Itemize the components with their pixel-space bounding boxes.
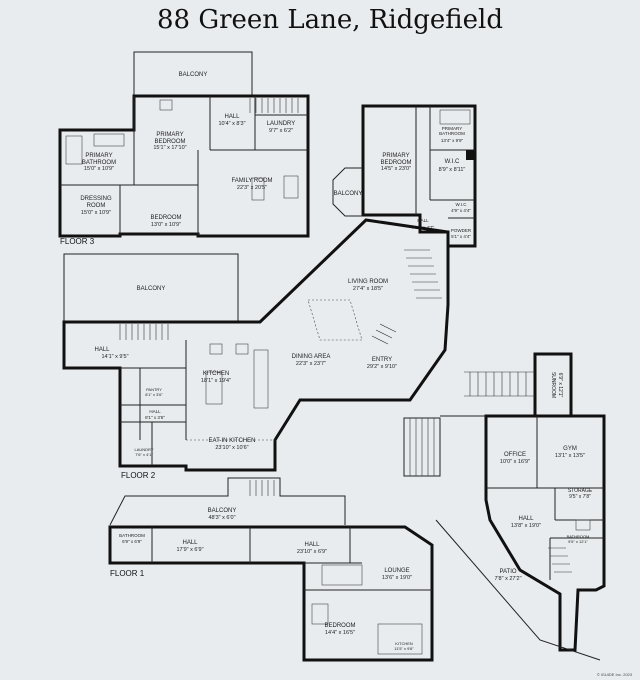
floor3-hall-name: HALL [224,114,240,120]
annex-gym-name: GYM [563,446,577,452]
floor1-balcony-outline [109,477,346,526]
annex-storage-name: STORAGE [568,488,593,494]
floor2-pantry-name: PANTRY [146,387,162,392]
floor1-lounge-size: 13'6" x 19'0" [382,575,412,581]
annex-bathroom-name: BATHROOM [567,534,590,539]
floor2-eat-in-kitchen-name: EAT-IN KITCHEN [209,438,256,444]
annex-office-name: OFFICE [504,452,526,458]
floor2-dining-name: DINING AREA [292,354,331,360]
floor-2: BALCONY LIVING ROOM 27'4" x 18'5" HALL 1… [62,218,450,480]
annex-patio-size: 7'8" x 27'2" [494,576,521,582]
floor2-eat-in-kitchen-size: 23'10" x 10'6" [215,445,248,451]
floor1-bathroom-name: BATHROOM [119,533,145,538]
annex-outer-wall [484,414,606,652]
annex-bathroom-size: 9'5" x 12'1" [568,539,588,544]
floor2-living-room-name: LIVING ROOM [348,279,388,285]
annex-stairs-bottom [548,547,572,573]
floor3-hall-size: 10'4" x 8'3" [218,121,245,127]
ur-hall-name: HALL [417,218,429,223]
floor1-bedroom-name: BEDROOM [324,623,355,629]
credit-text: © iGUIDE Inc. 2023 [597,672,633,677]
floor1-balcony-size: 48'3" x 6'0" [208,515,235,521]
floor2-hall-name: HALL [94,347,110,353]
floor1-label: FLOOR 1 [110,569,145,578]
ur-primary-bedroom-size: 14'5" x 23'0" [381,166,411,172]
floor1-bedroom-size: 14'4" x 16'5" [325,630,355,636]
floor2-hall2-size: 8'1" x 3'6" [145,415,165,420]
floor1-lounge-name: LOUNGE [384,568,409,574]
floor3-primary-bathroom-size: 15'0" x 10'9" [84,166,114,172]
floor2-entry-name: ENTRY [372,357,392,363]
floor3-primary-bedroom-size: 15'1" x 17'10" [153,145,186,151]
ur-wic1-name: W.I.C [445,159,460,165]
ur-powder-size: 5'1" x 4'4" [451,234,471,239]
floor1-hall2-name: HALL [304,542,320,548]
ur-wic2-size: 4'9" x 4'4" [451,208,471,213]
floor1-kitchen-size: 11'5" x 9'8" [394,646,414,651]
upper-right-bay-balcony [332,167,363,217]
page-title: 88 Green Lane, Ridgefield [157,5,503,35]
floor1-balcony-name: BALCONY [208,508,237,514]
floor-3: BALCONY HALL 10'4" x 8'3" LAUNDRY 9'7" x… [58,51,310,246]
floor2-stairs-left [119,324,169,340]
floor3-family-room-name: FAMILY ROOM [231,178,272,184]
floor3-stairs [249,98,299,113]
floor3-laundry-name: LAUNDRY [267,121,296,127]
floor2-entry-size: 29'2" x 9'10" [367,364,397,370]
floor2-living-room-size: 27'4" x 18'5" [353,286,383,292]
ur-wic1-size: 8'9" x 8'11" [439,167,466,173]
floor2-laundry-size: 7'6" x 4'1" [135,452,153,457]
ur-primary-bathroom-size: 13'4" x 9'9" [441,138,464,143]
floor3-dressing-room-size: 15'0" x 10'9" [81,210,111,216]
annex-gym-size: 13'1" x 13'5" [555,453,585,459]
annex-deck-boards [409,418,435,476]
floor3-family-room-size: 22'3" x 20'5" [237,185,267,191]
floor2-kitchen-size: 18'1" x 19'4" [201,378,231,384]
floor2-label: FLOOR 2 [121,471,156,480]
floor2-laundry-name: LAUNDRY [134,447,153,452]
ur-balcony-label: BALCONY [334,191,363,197]
floor1-hall1-name: HALL [182,540,198,546]
floor2-outer-wall [62,218,450,472]
floor2-hall-size: 14'1" x 9'5" [101,354,128,360]
floor1-outer-wall [108,525,434,662]
floor3-bedroom-size: 13'0" x 10'9" [151,222,181,228]
floor1-bathroom-size: 6'9" x 6'9" [122,539,142,544]
ur-powder-name: POWDER [451,228,472,233]
floor2-stairs-right [404,249,442,299]
floor1-kitchen-name: KITCHEN [395,641,413,646]
floor2-kitchen-name: KITCHEN [203,371,229,377]
floor-1: BALCONY 48'3" x 6'0" BATHROOM 6'9" x 6'9… [108,477,434,662]
floor2-balcony-label: BALCONY [137,286,166,292]
annex-office-size: 10'0" x 16'9" [500,459,530,465]
floor2-hall2-name: HALL [149,409,161,414]
floor1-balcony-stairs [249,480,275,496]
annex-storage-size: 9'5" x 7'8" [569,494,591,500]
floor2-stairs-entry [371,323,397,345]
annex-patio-name: PATIO [499,569,516,575]
floor2-pantry-size: 8'1" x 3'6" [145,392,163,397]
floor2-dining-size: 22'3" x 23'7" [296,361,326,367]
annex-hall-name: HALL [518,516,534,522]
annex-sunroom-size: 6'9" x 12'1" [557,373,563,398]
annex-hall-size: 13'8" x 19'0" [511,523,541,529]
floor3-label: FLOOR 3 [60,237,95,246]
floor3-bedroom-name: BEDROOM [150,215,181,221]
floor1-hall2-size: 23'10" x 6'9" [297,549,327,555]
floor1-hall1-size: 17'9" x 6'9" [176,547,203,553]
floor3-laundry-size: 9'7" x 6'2" [269,128,293,134]
ur-wic2-name: W.I.C [456,202,468,207]
annex-wing: SUNROOM 6'9" x 12'1" OFFICE 10'0" x 16'9… [403,352,606,661]
annex-patio-edge [435,415,601,661]
annex-sunroom-name: SUNROOM [550,372,556,398]
annex-stairs-top [464,371,535,397]
floor3-balcony-label: BALCONY [179,72,208,78]
